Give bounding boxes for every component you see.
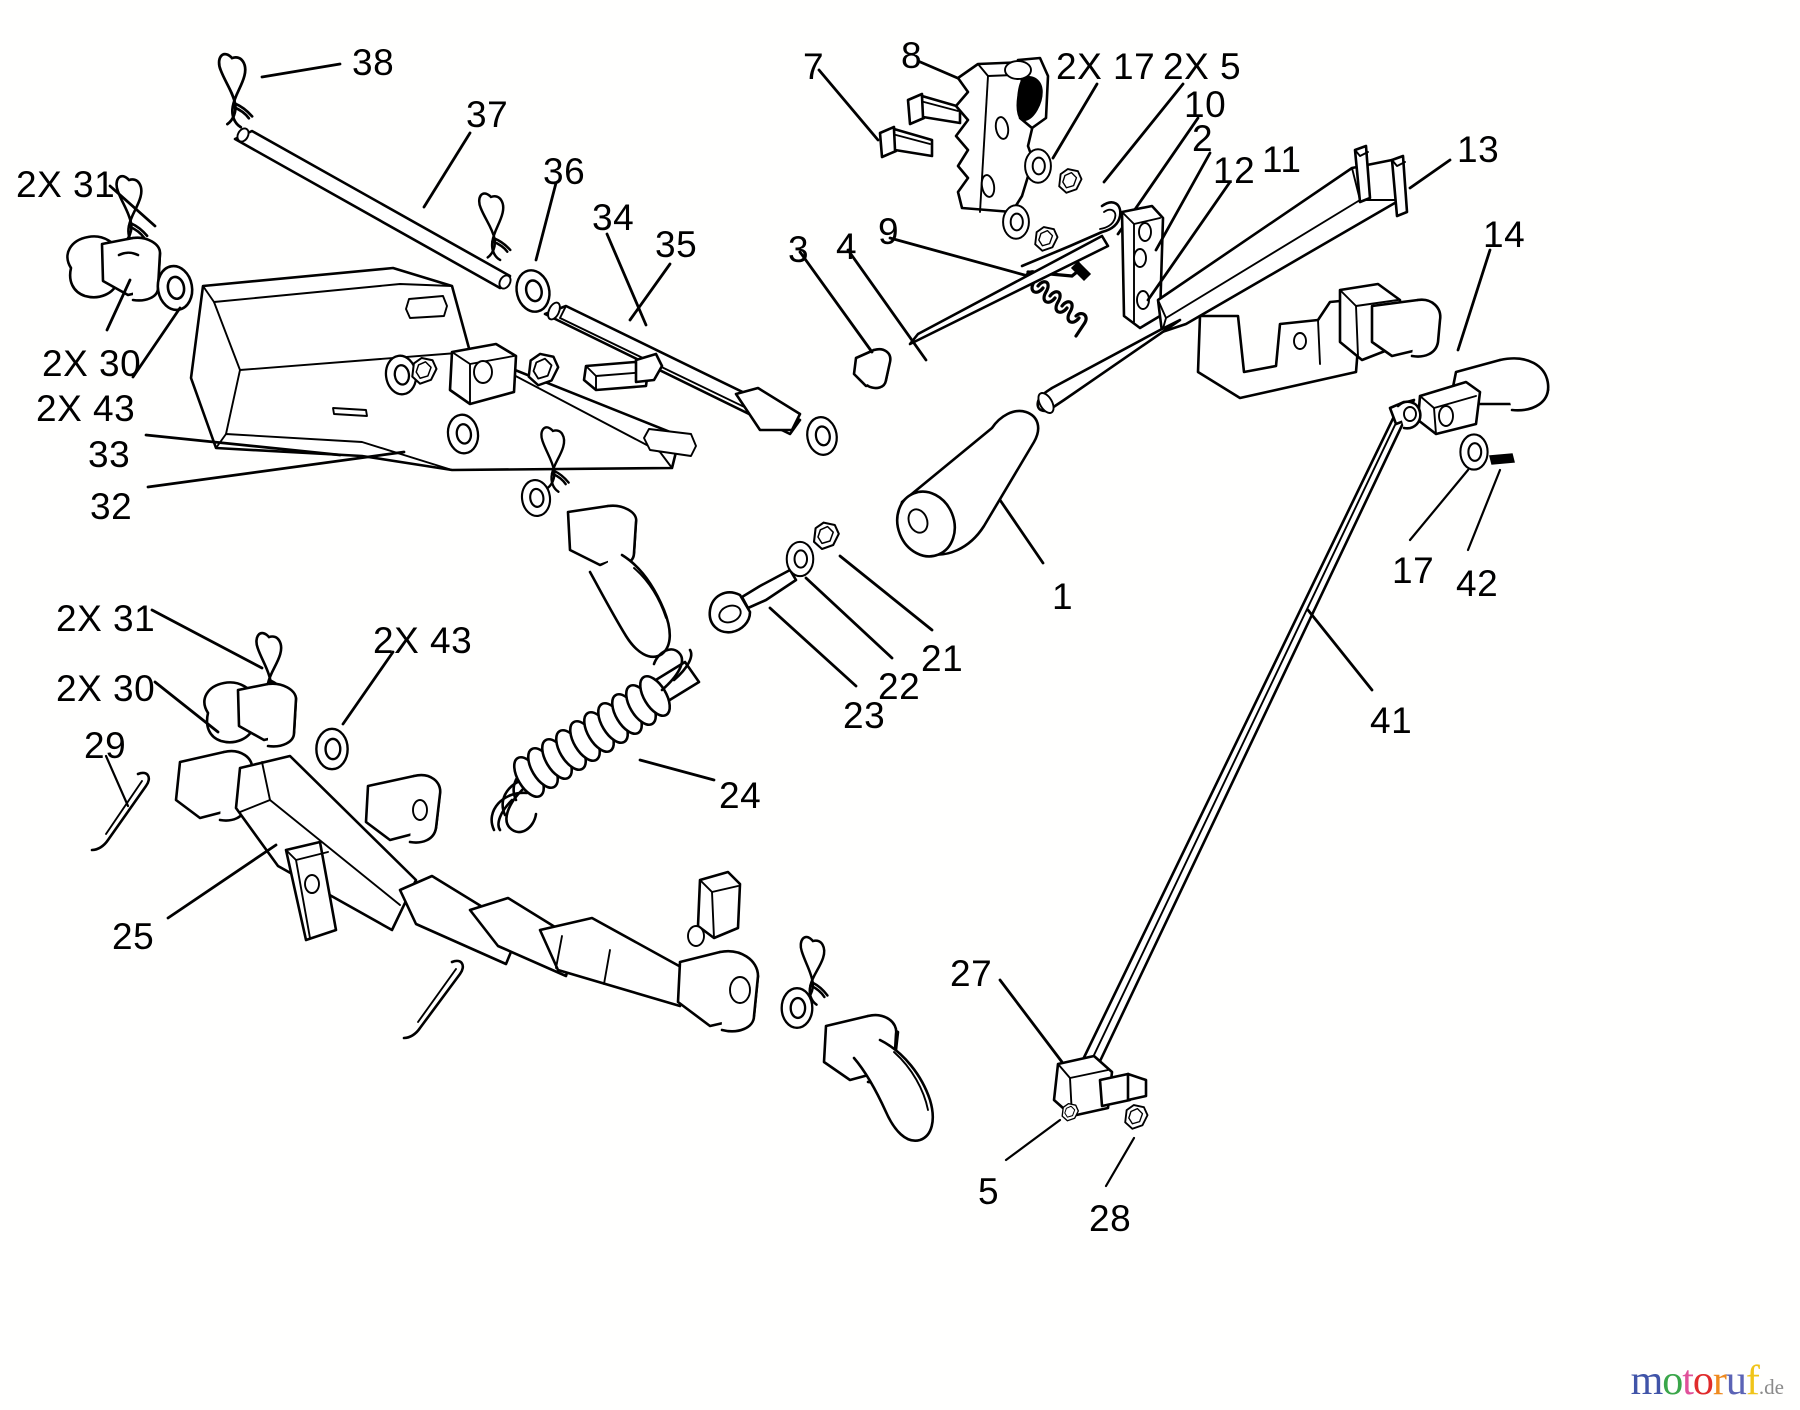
- watermark-letter: t: [1682, 1358, 1694, 1404]
- callout-12: 12: [1213, 150, 1256, 191]
- callout-14: 14: [1483, 214, 1526, 255]
- callout-11: 11: [1262, 139, 1302, 180]
- callout-2x-30-upper: 2X 30: [42, 343, 142, 384]
- callout-24: 24: [719, 775, 762, 816]
- callout-35: 35: [655, 224, 698, 265]
- motoruf-watermark: motoruf.de: [1631, 1360, 1784, 1402]
- callout-2x-31-upper: 2X 31: [16, 164, 116, 205]
- callout-36: 36: [543, 151, 586, 192]
- callout-10: 10: [1184, 84, 1227, 125]
- callout-1: 1: [1052, 576, 1074, 617]
- callout-5-lower: 5: [978, 1171, 1000, 1212]
- callout-38: 38: [352, 42, 395, 83]
- callout-2x-43-upper: 2X 43: [36, 388, 136, 429]
- watermark-letter: f: [1745, 1358, 1760, 1404]
- callout-27: 27: [950, 953, 993, 994]
- watermark-letter: r: [1712, 1358, 1727, 1404]
- callout-34: 34: [592, 197, 635, 238]
- callout-28: 28: [1089, 1198, 1132, 1239]
- callout-2x-31-lower: 2X 31: [56, 598, 156, 639]
- callout-2: 2: [1192, 118, 1214, 159]
- watermark-letter: m: [1630, 1358, 1664, 1404]
- callout-25: 25: [112, 916, 155, 957]
- callout-22: 22: [878, 666, 921, 707]
- watermark-letter: o: [1692, 1358, 1714, 1404]
- callout-8: 8: [901, 35, 923, 76]
- watermark-letter: o: [1662, 1358, 1683, 1404]
- callout-32: 32: [90, 486, 133, 527]
- callout-13: 13: [1457, 129, 1500, 170]
- callout-7: 7: [803, 46, 825, 87]
- callout-42: 42: [1456, 563, 1499, 604]
- callout-2x-30-lower: 2X 30: [56, 668, 156, 709]
- callout-4: 4: [836, 226, 858, 267]
- callout-33: 33: [88, 434, 131, 475]
- callout-17-lower: 17: [1392, 550, 1435, 591]
- callout-29: 29: [84, 725, 127, 766]
- callout-2x-17-upper: 2X 17: [1056, 46, 1156, 87]
- callout-9: 9: [878, 211, 900, 252]
- callout-21: 21: [921, 638, 964, 679]
- watermark-suffix: .de: [1758, 1375, 1784, 1399]
- callout-3: 3: [788, 229, 810, 270]
- watermark-letter: u: [1725, 1358, 1747, 1404]
- callout-41: 41: [1370, 700, 1413, 741]
- callout-23: 23: [843, 695, 886, 736]
- callout-2x-5: 2X 5: [1163, 46, 1242, 87]
- callout-2x-43-lower: 2X 43: [373, 620, 473, 661]
- callout-37: 37: [466, 94, 509, 135]
